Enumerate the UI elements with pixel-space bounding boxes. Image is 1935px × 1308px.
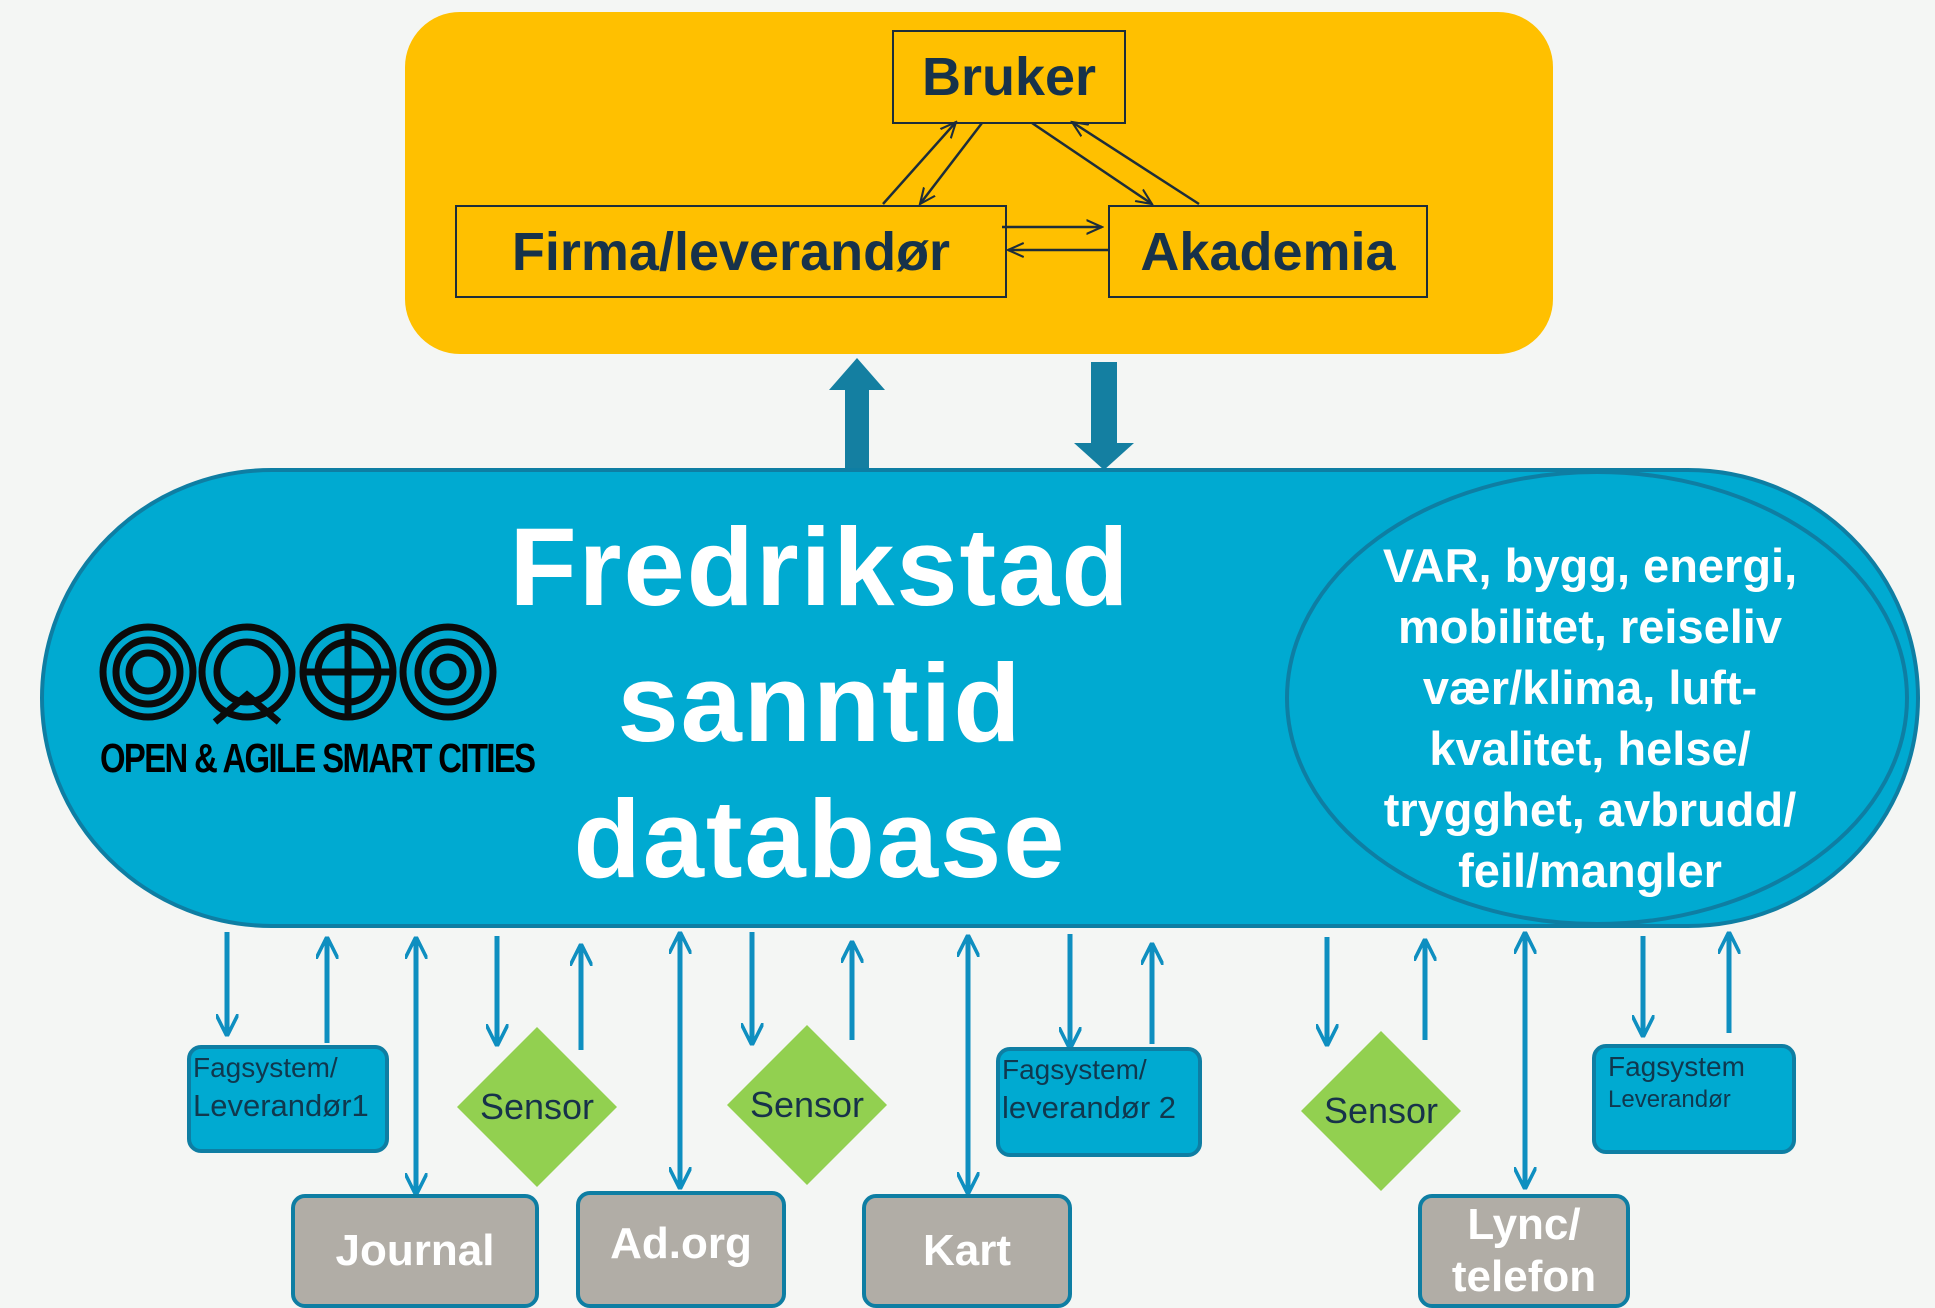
fagsystem1-line1: Fagsystem/ (193, 1052, 338, 1083)
arrow-user-to-academia (1031, 121, 1152, 204)
database-capsule (40, 468, 1920, 928)
sensor2-label: Sensor (749, 1084, 865, 1125)
journal-box: Journal (291, 1194, 539, 1308)
fagsystem3-box: Fagsystem Leverandør (1592, 1044, 1796, 1154)
domains-line4: kvalitet, helse/ (1429, 722, 1751, 775)
stakeholder-arrows (882, 121, 1200, 250)
fagsystem1-line2: Leverandør1 (193, 1088, 369, 1123)
sensor1-diamond (457, 1027, 617, 1187)
database-title-line1: Fredrikstad (509, 506, 1131, 629)
oasc-logo-text: OPEN & AGILE SMART CITIES (100, 735, 536, 781)
domains-line2: mobilitet, reiseliv (1398, 600, 1782, 653)
stakeholder-panel (405, 12, 1553, 354)
sensor3-label: Sensor (1323, 1090, 1439, 1131)
fagsystem3-line1: Fagsystem (1608, 1051, 1745, 1082)
arrow-user-to-company (920, 122, 983, 204)
domains-line3: vær/klima, luft- (1422, 661, 1758, 714)
domains-line1: VAR, bygg, energi, (1382, 539, 1798, 592)
domains-line5: trygghet, avbrudd/ (1383, 783, 1797, 836)
academia-box: Akademia (1108, 205, 1428, 298)
arrow-academia-to-user (1072, 122, 1200, 206)
sensor1-label: Sensor (479, 1086, 595, 1127)
lync-line1: Lync/ (1467, 1200, 1581, 1249)
kart-box: Kart (862, 1194, 1072, 1308)
connector-arrows (227, 932, 1729, 1192)
thick-arrow-down (1074, 362, 1134, 470)
sensor3-diamond (1301, 1031, 1461, 1191)
domains-ellipse (1285, 470, 1909, 926)
lync-box: Lync/ telefon (1418, 1194, 1630, 1308)
database-title: Fredrikstad sanntid database (470, 500, 1170, 908)
database-title-line2: sanntid (617, 642, 1023, 765)
fagsystem2-line1: Fagsystem/ (1002, 1054, 1147, 1085)
arrow-company-to-user (882, 122, 956, 205)
user-box: Bruker (892, 30, 1126, 124)
domains-text: VAR, bygg, energi, mobilitet, reiseliv v… (1330, 535, 1850, 901)
fagsystem2-line2: leverandør 2 (1002, 1090, 1177, 1125)
sensor2-diamond (727, 1025, 887, 1185)
fagsystem2-box: Fagsystem/ leverandør 2 (996, 1047, 1202, 1157)
adorg-box: Ad.org (576, 1191, 786, 1308)
company-box: Firma/leverandør (455, 205, 1007, 298)
fagsystem1-box: Fagsystem/ Leverandør1 (187, 1045, 389, 1153)
oasc-logo-icon (99, 623, 497, 725)
lync-line2: telefon (1451, 1252, 1597, 1301)
database-title-line3: database (573, 778, 1067, 901)
fagsystem3-line2: Leverandør (1608, 1086, 1731, 1113)
domains-line6: feil/mangler (1458, 844, 1722, 897)
thick-arrow-up (829, 358, 885, 475)
